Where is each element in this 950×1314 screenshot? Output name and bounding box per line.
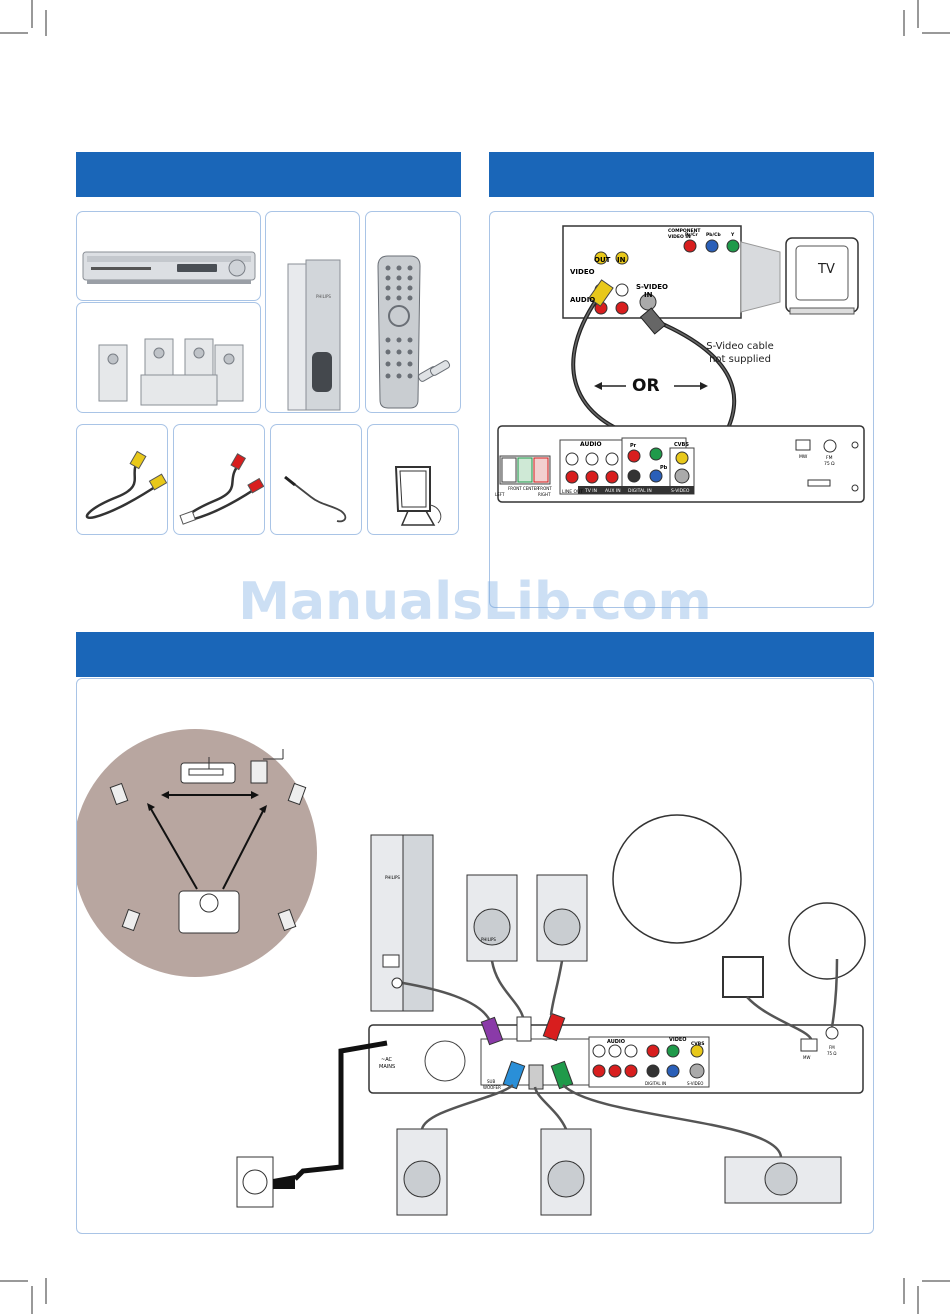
svg-text:PHILIPS: PHILIPS (316, 294, 331, 299)
subwoofer-box: PHILIPS (265, 211, 360, 413)
unit-pr-label: Pr (630, 443, 637, 449)
unit-svideo-label: S-VIDEO (671, 488, 690, 494)
am-loop-antenna-image (394, 466, 442, 526)
tv-out-label: OUT (594, 256, 611, 264)
tv-connection-diagram: COMPONENT VIDEO IN Pr/Cr Pb/Cb Y VIDEO A… (495, 225, 865, 503)
composite-cable-image (85, 450, 167, 520)
tv-svideo-label-2: IN (644, 291, 653, 299)
svideo-cable-note-line1: S-Video cable (706, 341, 774, 352)
dvd-receiver-box (76, 211, 261, 301)
accessories-header-band (76, 152, 461, 197)
tv-component-label-2: VIDEO IN (668, 234, 691, 240)
setup-digital-label: DIGITAL IN (645, 1081, 666, 1086)
unit-line-out-label: LINE OUT (562, 489, 583, 495)
subwoofer-image: PHILIPS (287, 259, 341, 411)
unit-aux-in-label: AUX IN (605, 488, 621, 494)
tv-pb-label: Pb/Cb (706, 232, 721, 238)
setup-header-band (76, 632, 874, 677)
audio-cable-image (179, 453, 264, 525)
unit-fm-label: FM (826, 455, 833, 461)
unit-front-label: FRONT (538, 486, 552, 491)
unit-cvbs-label: CVBS (674, 442, 689, 448)
dvd-receiver-image (82, 251, 256, 284)
setup-panel: ~AC MAINS SUB WOOFER AUDIO VIDEO CVBS DI… (76, 678, 874, 1234)
setup-sub-label-1: SUB (487, 1079, 495, 1084)
setup-ac-label-1: ~AC (381, 1057, 393, 1063)
tv-in-label: IN (617, 256, 626, 264)
setup-mw-label: MW (803, 1055, 810, 1060)
fm-antenna-box (270, 424, 362, 535)
setup-video-label: VIDEO (669, 1037, 687, 1043)
watermark: ManualsLib.com (238, 572, 712, 632)
setup-diagram: ~AC MAINS SUB WOOFER AUDIO VIDEO CVBS DI… (77, 729, 866, 1216)
setup-audio-label: AUDIO (607, 1039, 625, 1045)
remote-box (365, 211, 461, 413)
setup-svideo-label: S-VIDEO (687, 1081, 703, 1086)
tv-pr-label: Pr/Cr (685, 232, 698, 238)
tv-component-label-1: COMPONENT (668, 228, 701, 234)
svideo-cable-note-line2: not supplied (709, 354, 771, 365)
unit-front-center-label: FRONT CENTER (508, 486, 539, 491)
speaker-brand-label: PHILIPS (481, 937, 496, 942)
setup-sub-label-2: WOOFER (483, 1085, 501, 1090)
audio-cable-box (173, 424, 265, 535)
tv-svideo-label-1: S-VIDEO (636, 283, 668, 291)
unit-fm-ohm-label: 75 Ω (824, 461, 835, 467)
tv-label: TV (818, 262, 835, 277)
connection-header-band (489, 152, 874, 197)
unit-mw-label: MW (799, 454, 808, 460)
setup-fm-ohm-label: 75 Ω (827, 1051, 836, 1056)
or-label: OR (632, 376, 660, 396)
tv-connection-panel: COMPONENT VIDEO IN Pr/Cr Pb/Cb Y VIDEO A… (489, 211, 874, 608)
subwoofer-brand-label: PHILIPS (385, 875, 400, 880)
unit-tv-in-label: TV IN (584, 488, 597, 494)
svideo-cable-note: S-Video cable not supplied (690, 340, 790, 366)
setup-cvbs-label: CVBS (691, 1041, 704, 1047)
speaker-set-image (98, 338, 244, 406)
remote-control-image (377, 255, 451, 409)
unit-audio-label: AUDIO (580, 441, 602, 448)
fm-wire-antenna-image (284, 475, 347, 523)
unit-left-label: LEFT (495, 492, 505, 497)
setup-fm-label: FM (829, 1045, 835, 1050)
tv-y-label: Y (730, 232, 735, 238)
tv-audio-label: AUDIO (570, 296, 595, 304)
setup-ac-label-2: MAINS (379, 1064, 395, 1070)
speakers-box (76, 302, 261, 413)
video-cable-box (76, 424, 168, 535)
tv-video-label: VIDEO (570, 268, 595, 276)
unit-digital-in-label: DIGITAL IN (628, 488, 652, 494)
unit-right-label: RIGHT (538, 492, 551, 497)
am-antenna-box (367, 424, 459, 535)
unit-pb-label: Pb (660, 465, 668, 471)
